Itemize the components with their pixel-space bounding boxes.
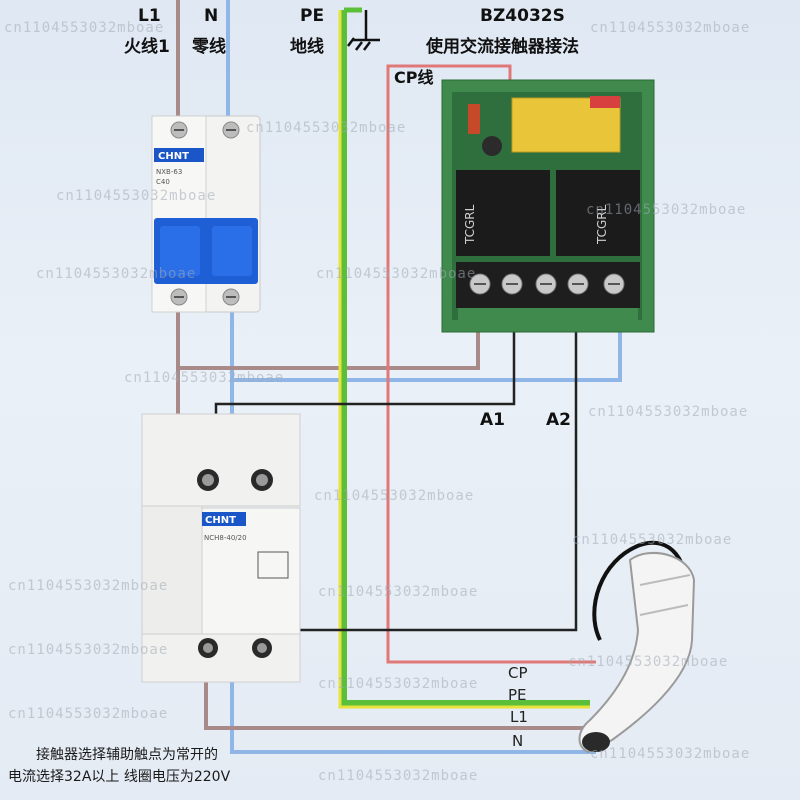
label-l1-name: 火线1 [124, 37, 170, 57]
watermark: cn1104553032mboae [8, 642, 169, 658]
plug-line-pe: PE [508, 686, 527, 704]
label-a1: A1 [480, 410, 505, 430]
label-a2: A2 [546, 410, 571, 430]
watermark: cn1104553032mboae [588, 404, 749, 420]
contactor: CHNT NCH8-40/20 [141, 413, 301, 683]
watermark: cn1104553032mboae [572, 532, 733, 548]
ground-symbol-icon [347, 10, 380, 51]
watermark: cn1104553032mboae [8, 706, 169, 722]
watermark: cn1104553032mboae [586, 202, 747, 218]
cp-wire [386, 64, 596, 664]
relay-brand-right: TCGRL [595, 204, 609, 245]
label-l1: L1 [138, 6, 161, 26]
relay-board: TCGRL TCGRL [441, 79, 655, 333]
watermark: cn1104553032mboae [318, 676, 479, 692]
breaker-brand: CHNT [158, 151, 189, 162]
breaker-model: NXB-63 [156, 168, 182, 176]
model-title: BZ4032S [480, 6, 565, 26]
label-pe: PE [300, 6, 325, 26]
relay-brand-left: TCGRL [463, 204, 477, 245]
label-pe-name: 地线 [290, 37, 324, 57]
contactor-brand: CHNT [205, 515, 236, 526]
watermark: cn1104553032mboae [590, 20, 751, 36]
plug-line-n: N [512, 732, 524, 750]
watermark: cn1104553032mboae [36, 266, 197, 282]
diagram-title: 使用交流接触器接法 [426, 37, 579, 57]
earth-wire [338, 7, 590, 709]
watermark: cn1104553032mboae [590, 746, 751, 762]
watermark: cn1104553032mboae [318, 584, 479, 600]
plug-line-l1: L1 [510, 708, 528, 726]
ev-plug [578, 551, 696, 754]
watermark: cn1104553032mboae [314, 488, 475, 504]
watermark: cn1104553032mboae [318, 768, 479, 784]
watermark: cn1104553032mboae [316, 266, 477, 282]
circuit-breaker: CHNT NXB-63 C40 [151, 115, 261, 313]
label-n-name: 零线 [192, 37, 226, 57]
neutral-wire [226, 0, 622, 754]
label-cp-wire: CP线 [394, 68, 434, 87]
watermark: cn1104553032mboae [4, 20, 165, 36]
watermark: cn1104553032mboae [56, 188, 217, 204]
watermark: cn1104553032mboae [8, 578, 169, 594]
watermark: cn1104553032mboae [568, 654, 729, 670]
watermark: cn1104553032mboae [246, 120, 407, 136]
note-line-1: 接触器选择辅助触点为常开的 [36, 747, 218, 763]
contactor-model: NCH8-40/20 [204, 534, 247, 542]
plug-line-cp: CP [508, 664, 528, 682]
label-n: N [204, 6, 219, 26]
note-line-2: 电流选择32A以上 线圈电压为220V [8, 769, 231, 785]
watermark: cn1104553032mboae [124, 370, 285, 386]
breaker-rating: C40 [156, 178, 170, 186]
